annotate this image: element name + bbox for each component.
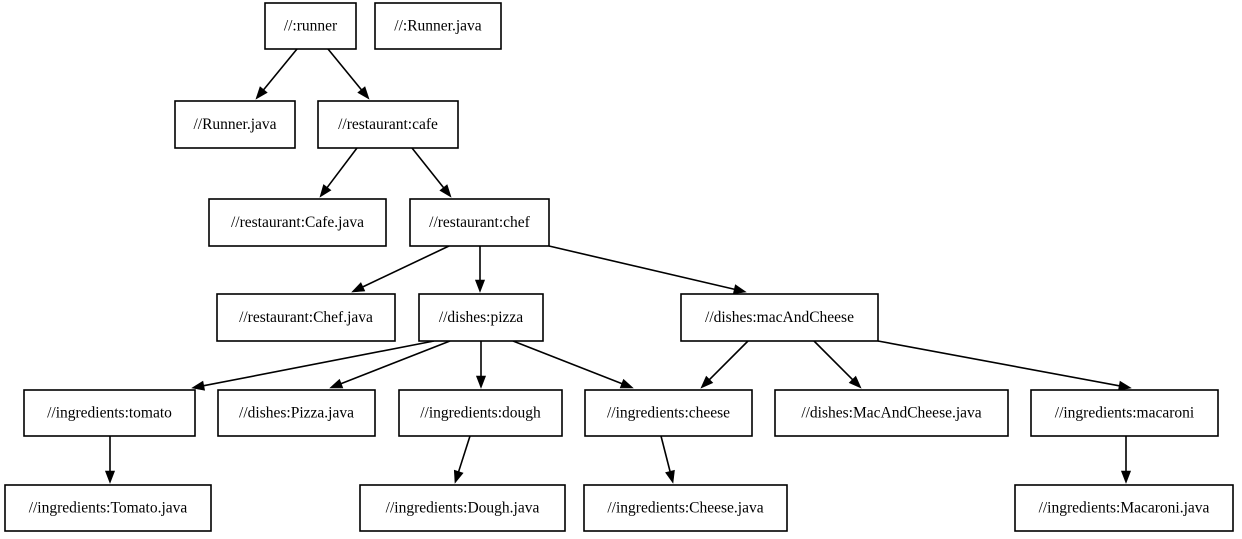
graph-edge <box>813 340 862 389</box>
graph-node-label: //restaurant:Chef.java <box>239 309 373 326</box>
graph-edge <box>660 435 675 484</box>
graph-edge <box>475 341 487 389</box>
graph-node-restaurant_cafe_java[interactable]: //restaurant:Cafe.java <box>208 198 387 247</box>
graph-edge <box>548 245 747 295</box>
node-layer: //:runner //:Runner.java //Runner.java //re… <box>4 2 1234 532</box>
graph-node-label: //ingredients:macaroni <box>1055 405 1195 422</box>
graph-node-label: //ingredients:Macaroni.java <box>1039 500 1210 517</box>
graph-node-runner_java_root[interactable]: //:Runner.java <box>374 2 502 50</box>
graph-edge <box>255 48 298 100</box>
graph-edge <box>411 147 452 198</box>
graph-node-restaurant_chef[interactable]: //restaurant:chef <box>409 198 550 247</box>
graph-node-ing_macaroni[interactable]: //ingredients:macaroni <box>1030 389 1219 437</box>
graph-node-ing_macaroni_java[interactable]: //ingredients:Macaroni.java <box>1014 484 1234 532</box>
graph-edge <box>104 436 116 484</box>
graph-node-ing_tomato_java[interactable]: //ingredients:Tomato.java <box>4 484 212 532</box>
graph-edge <box>327 48 370 100</box>
graph-node-dishes_macandcheese[interactable]: //dishes:macAndCheese <box>680 293 879 342</box>
graph-node-label: //dishes:Pizza.java <box>239 405 354 422</box>
graph-node-ing_tomato[interactable]: //ingredients:tomato <box>23 389 196 437</box>
graph-edge <box>319 147 358 198</box>
graph-node-runner_java[interactable]: //Runner.java <box>174 100 296 149</box>
graph-node-dishes_mac_java[interactable]: //dishes:MacAndCheese.java <box>774 389 1009 437</box>
graph-node-runner[interactable]: //:runner <box>264 2 357 50</box>
graph-node-ing_cheese[interactable]: //ingredients:cheese <box>584 389 753 437</box>
graph-node-label: //restaurant:cafe <box>338 116 438 133</box>
graph-edge <box>512 340 634 389</box>
graph-node-label: //ingredients:Tomato.java <box>29 500 188 517</box>
graph-edge <box>877 340 1132 391</box>
graph-edge <box>191 340 435 391</box>
graph-edge <box>700 340 749 389</box>
graph-node-label: //dishes:pizza <box>439 309 523 326</box>
graph-node-label: //ingredients:dough <box>420 405 541 422</box>
graph-node-label: //dishes:macAndCheese <box>705 309 854 326</box>
graph-node-label: //:Runner.java <box>394 18 482 35</box>
graph-edge <box>351 245 450 293</box>
graph-node-dishes_pizza_java[interactable]: //dishes:Pizza.java <box>217 389 376 437</box>
graph-node-restaurant_chef_java[interactable]: //restaurant:Chef.java <box>216 293 396 342</box>
graph-edge <box>474 246 486 293</box>
graph-node-restaurant_cafe[interactable]: //restaurant:cafe <box>317 100 459 149</box>
graph-node-label: //ingredients:tomato <box>47 405 172 422</box>
graph-node-label: //Runner.java <box>193 116 276 133</box>
graph-node-ing_cheese_java[interactable]: //ingredients:Cheese.java <box>583 484 788 532</box>
graph-node-label: //ingredients:cheese <box>607 405 730 422</box>
graph-node-label: //restaurant:Cafe.java <box>231 214 364 231</box>
graph-node-label: //restaurant:chef <box>429 214 531 231</box>
graph-node-ing_dough_java[interactable]: //ingredients:Dough.java <box>359 484 566 532</box>
graph-edge <box>1120 436 1132 484</box>
graph-node-label: //ingredients:Dough.java <box>386 500 540 517</box>
edge-layer <box>104 48 1132 484</box>
graph-node-label: //ingredients:Cheese.java <box>607 500 763 517</box>
graph-edge <box>453 435 471 484</box>
graph-node-dishes_pizza[interactable]: //dishes:pizza <box>418 293 544 342</box>
graph-edge <box>329 340 451 389</box>
graph-node-ing_dough[interactable]: //ingredients:dough <box>398 389 563 437</box>
graph-node-label: //:runner <box>284 18 338 35</box>
graph-node-label: //dishes:MacAndCheese.java <box>801 405 981 422</box>
